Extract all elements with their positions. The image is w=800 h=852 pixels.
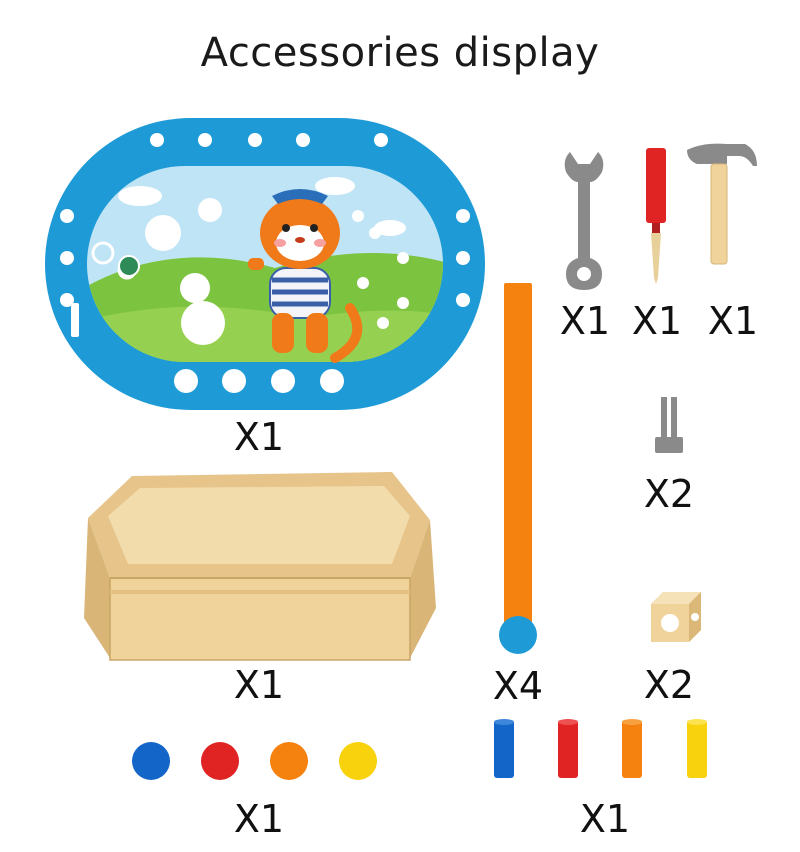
- hammer-quantity: X1: [707, 299, 759, 343]
- orange-stick-icon: [499, 283, 537, 654]
- hammer-icon: [687, 143, 757, 265]
- cube-quantity: X2: [643, 663, 695, 707]
- color-discs-icon: [132, 742, 377, 780]
- wrench-icon: [564, 152, 604, 290]
- discs-quantity: X1: [233, 797, 285, 841]
- board-quantity: X1: [233, 415, 285, 459]
- wooden-cube-icon: [651, 592, 701, 642]
- screwdriver-icon: [646, 148, 666, 284]
- page-title: Accessories display: [200, 30, 600, 76]
- tiger-board-icon: [45, 118, 485, 410]
- stick-quantity: X4: [492, 664, 544, 708]
- tray-quantity: X1: [233, 663, 285, 707]
- pegs-quantity: X1: [579, 797, 631, 841]
- wooden-tray-icon: [84, 472, 436, 661]
- wrench-quantity: X1: [559, 299, 611, 343]
- bolt-icon: [655, 397, 683, 453]
- bolt-quantity: X2: [643, 472, 695, 516]
- color-pegs-icon: [494, 719, 707, 778]
- screwdriver-quantity: X1: [631, 299, 683, 343]
